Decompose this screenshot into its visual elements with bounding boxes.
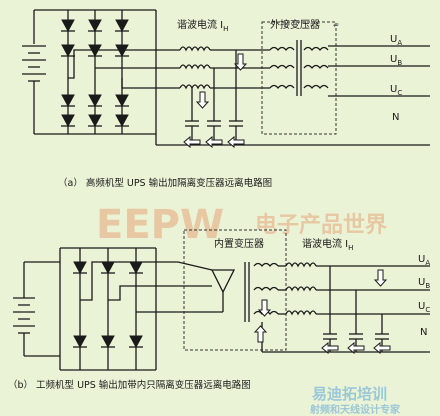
top-transformer-label: 外接变压器	[270, 18, 320, 31]
site-watermark-subtext: 射频和天线设计专家	[309, 403, 401, 416]
bottom-harmonic-arrows	[253, 269, 391, 355]
bottom-caption: （b） 工频机型 UPS 输出加带内只隔离变压器远离电路图	[8, 379, 251, 391]
top-output-ub: UB	[390, 54, 402, 67]
top-battery-symbol	[22, 10, 46, 134]
bottom-output-ub: UB	[418, 277, 430, 290]
top-filter-capacitors	[185, 50, 243, 145]
eepw-chinese-text: 电子产品世界	[255, 213, 387, 238]
top-circuit: 谐波电流 IH 外接变压器 ↵ UA UB UC N （a） 高频机型 UPS …	[22, 9, 430, 189]
bottom-harmonic-label: 谐波电流 IH	[302, 237, 353, 252]
bottom-inverter-bridge	[73, 248, 143, 370]
top-return-mark: ↵	[333, 21, 340, 30]
bottom-circuit: 内置变压器 谐波电流 IH UA UB UC N （b） 工频机型 UPS 输出…	[8, 229, 430, 391]
top-output-n: N	[392, 112, 399, 123]
top-inverter-bridge	[61, 10, 129, 134]
top-inductors	[179, 46, 211, 90]
bottom-output-ua: UA	[418, 254, 430, 267]
bottom-inductors	[285, 262, 317, 316]
eepw-watermark: EEPW 电子产品世界	[96, 202, 387, 248]
top-output-ua: UA	[390, 34, 402, 47]
top-external-transformer-box	[261, 21, 337, 135]
eepw-logo-text: EEPW	[96, 202, 224, 248]
top-transformer-windings	[269, 40, 329, 96]
site-watermark-text: 易迪拓培训	[312, 385, 387, 403]
bottom-battery-symbol	[13, 262, 35, 356]
bottom-transformer-label: 内置变压器	[214, 237, 264, 250]
bottom-output-n: N	[420, 327, 427, 338]
top-harmonic-arrows	[183, 53, 248, 149]
top-caption: （a） 高频机型 UPS 输出加隔离变压器远离电路图	[58, 177, 272, 189]
bottom-output-uc: UC	[418, 301, 430, 314]
top-output-uc: UC	[390, 84, 402, 97]
site-watermark: 易迪拓培训 射频和天线设计专家	[309, 385, 401, 416]
top-harmonic-label: 谐波电流 IH	[177, 18, 228, 33]
